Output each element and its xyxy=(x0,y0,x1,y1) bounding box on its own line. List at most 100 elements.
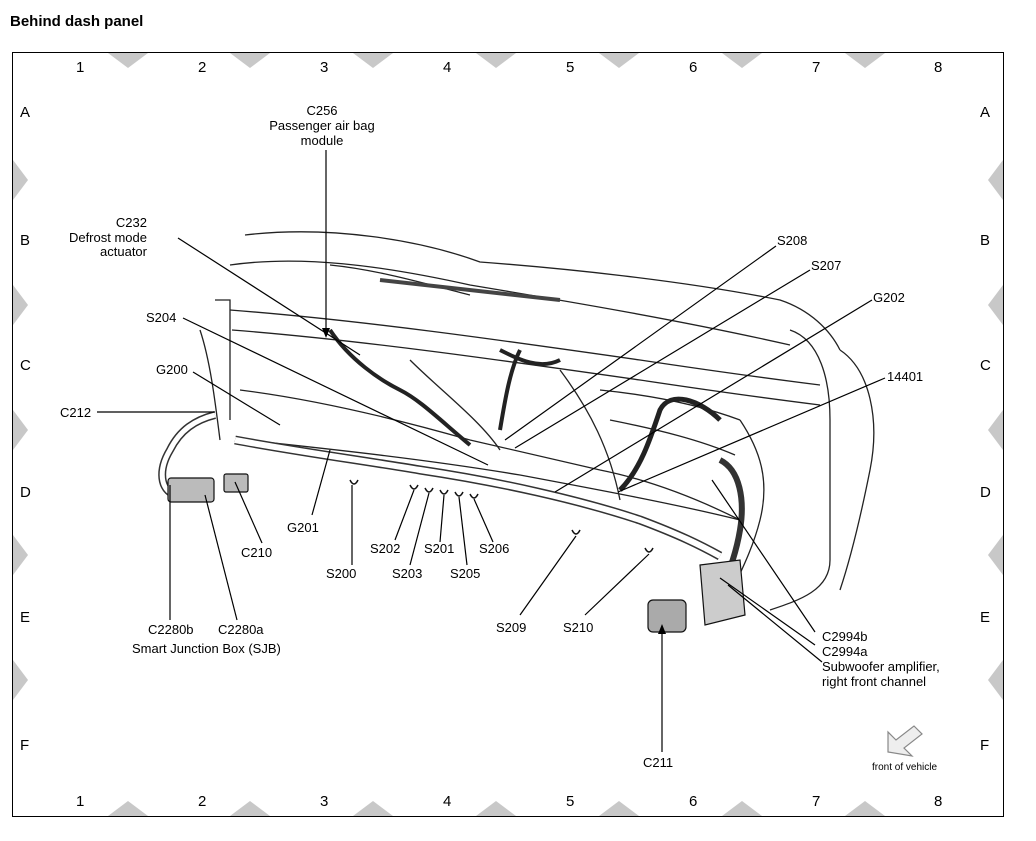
glove-box-bottom xyxy=(609,419,736,456)
label-c210: C210 xyxy=(241,545,272,560)
leader-s208 xyxy=(504,245,777,441)
label-front-of-vehicle: front of vehicle xyxy=(872,762,937,773)
label-s200: S200 xyxy=(326,566,356,581)
tick-left xyxy=(13,535,28,575)
grid-rows-left: A B C D E F xyxy=(20,104,31,754)
tick-top xyxy=(599,53,639,68)
grid-row-a-left: A xyxy=(20,104,30,121)
page-title: Behind dash panel xyxy=(10,13,144,30)
leader-s206 xyxy=(473,498,494,543)
grid-col-7-top: 7 xyxy=(812,59,820,76)
grid-row-d-left: D xyxy=(20,484,31,501)
right-side-panel xyxy=(769,329,831,611)
defrost-duct xyxy=(329,264,471,296)
splice-s206 xyxy=(469,493,479,499)
front-arrow-icon xyxy=(887,725,923,757)
label-s209: S209 xyxy=(496,620,526,635)
grid-col-1-bottom: 1 xyxy=(76,793,84,810)
tick-bottom xyxy=(476,801,516,816)
label-c232: C232 xyxy=(116,215,147,230)
tick-top xyxy=(230,53,270,68)
leader-c2994a xyxy=(719,577,816,646)
tick-left xyxy=(13,410,28,450)
label-c256: C256 xyxy=(306,103,337,118)
tick-left xyxy=(13,660,28,700)
dash-upper-edge xyxy=(229,260,791,346)
label-c2280b: C2280b xyxy=(148,622,194,637)
grid-rows-right: A B C D E F xyxy=(980,104,991,754)
harness-branch-s208 xyxy=(498,349,522,431)
label-g202: G202 xyxy=(873,290,905,305)
grid-col-4-top: 4 xyxy=(443,59,451,76)
harness-branch-airbag xyxy=(328,328,472,447)
leader-s201 xyxy=(439,494,445,543)
grid-col-5-top: 5 xyxy=(566,59,574,76)
border-ticks xyxy=(13,53,1003,816)
label-s203: S203 xyxy=(392,566,422,581)
left-side-panel xyxy=(199,329,221,441)
tick-bottom xyxy=(353,801,393,816)
label-c232-desc-2: actuator xyxy=(100,244,148,259)
left-support xyxy=(215,299,231,420)
dash-panel-artwork xyxy=(199,231,875,621)
c211-connector-art xyxy=(647,599,687,633)
grid-row-d-right: D xyxy=(980,484,991,501)
c211-connector xyxy=(647,599,687,633)
arrowhead-c256 xyxy=(322,328,330,338)
tick-top xyxy=(353,53,393,68)
grid-row-f-left: F xyxy=(20,737,29,754)
tick-bottom xyxy=(599,801,639,816)
grid-row-f-right: F xyxy=(980,737,989,754)
splice-s203 xyxy=(424,487,434,493)
leader-c2280a xyxy=(204,494,238,621)
center-stack-left xyxy=(409,359,501,451)
leader-s209 xyxy=(519,535,577,616)
leader-14401 xyxy=(617,377,886,493)
leader-lines xyxy=(97,150,886,752)
leader-g202 xyxy=(554,299,873,493)
label-c211: C211 xyxy=(643,755,673,770)
grid-columns-bottom: 1 2 3 4 5 6 7 8 xyxy=(76,793,942,810)
grid-col-1-top: 1 xyxy=(76,59,84,76)
tick-right xyxy=(988,285,1003,325)
label-s201: S201 xyxy=(424,541,454,556)
lower-dash xyxy=(239,389,741,521)
tick-bottom xyxy=(722,801,762,816)
grid-col-2-bottom: 2 xyxy=(198,793,206,810)
harness-trunk-inner xyxy=(234,437,722,559)
grid-row-a-right: A xyxy=(980,104,990,121)
leader-s202 xyxy=(394,489,415,541)
grid-col-3-bottom: 3 xyxy=(320,793,328,810)
leader-s203 xyxy=(409,492,430,566)
dash-top-outline xyxy=(244,231,841,351)
grid-row-e-right: E xyxy=(980,609,990,626)
splice-s201 xyxy=(439,489,449,495)
label-s208: S208 xyxy=(777,233,807,248)
grid-col-8-bottom: 8 xyxy=(934,793,942,810)
grid-col-8-top: 8 xyxy=(934,59,942,76)
leader-c2994b xyxy=(711,479,816,633)
cross-beam-bottom xyxy=(231,329,821,406)
label-c2280a: C2280a xyxy=(218,622,264,637)
label-subwoofer-1: Subwoofer amplifier, xyxy=(822,659,940,674)
grid-columns-top: 1 2 3 4 5 6 7 8 xyxy=(76,59,942,76)
leader-arrowheads xyxy=(322,328,666,634)
harness-trunk-outer xyxy=(234,435,723,560)
grid-row-b-right: B xyxy=(980,232,990,249)
tick-right xyxy=(988,535,1003,575)
label-s210: S210 xyxy=(563,620,593,635)
subwoofer-amplifier xyxy=(699,559,746,626)
grid-row-c-left: C xyxy=(20,357,31,374)
label-s207: S207 xyxy=(811,258,841,273)
grid-col-7-bottom: 7 xyxy=(812,793,820,810)
grid-row-c-right: C xyxy=(980,357,991,374)
label-g201: G201 xyxy=(287,520,319,535)
cross-beam-top xyxy=(229,309,821,386)
tick-bottom xyxy=(108,801,148,816)
label-subwoofer-2: right front channel xyxy=(822,674,926,689)
right-side-outline xyxy=(839,349,875,591)
sjb-module xyxy=(167,477,215,503)
splice-s209 xyxy=(571,529,581,535)
tick-top xyxy=(845,53,885,68)
